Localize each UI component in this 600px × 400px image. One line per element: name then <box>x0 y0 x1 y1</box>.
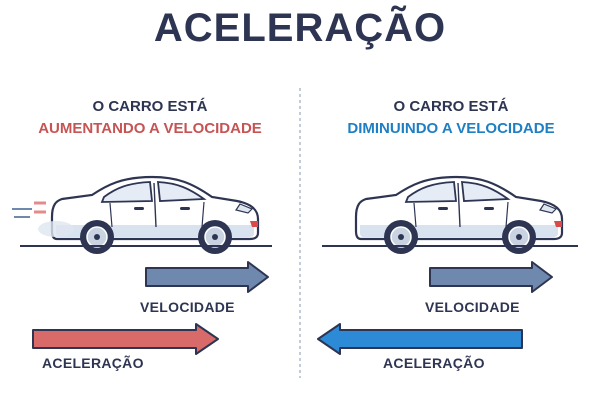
left-dust-cloud <box>38 221 74 237</box>
right-subtitle-line1: O CARRO ESTÁ <box>393 98 509 115</box>
right-acceleration-label: ACELERAÇÃO <box>383 355 485 371</box>
left-car-icon <box>50 175 260 256</box>
left-motion-lines <box>12 201 46 218</box>
left-velocity-arrow <box>145 261 269 293</box>
left-acceleration-arrow <box>32 323 219 355</box>
left-subtitle-line1: O CARRO ESTÁ <box>92 98 208 115</box>
right-acceleration-arrow <box>317 323 523 355</box>
right-subtitle-line2: DIMINUINDO A VELOCIDADE <box>347 120 555 137</box>
left-acceleration-label: ACELERAÇÃO <box>42 355 144 371</box>
page-title: ACELERAÇÃO <box>153 6 447 50</box>
left-velocity-label: VELOCIDADE <box>140 299 235 315</box>
right-car-icon <box>354 175 564 256</box>
right-velocity-arrow <box>429 261 553 293</box>
left-subtitle: O CARRO ESTÁ AUMENTANDO A VELOCIDADE <box>5 96 295 140</box>
right-velocity-label: VELOCIDADE <box>425 299 520 315</box>
left-subtitle-line2: AUMENTANDO A VELOCIDADE <box>38 120 262 137</box>
right-subtitle: O CARRO ESTÁ DIMINUINDO A VELOCIDADE <box>306 96 596 140</box>
